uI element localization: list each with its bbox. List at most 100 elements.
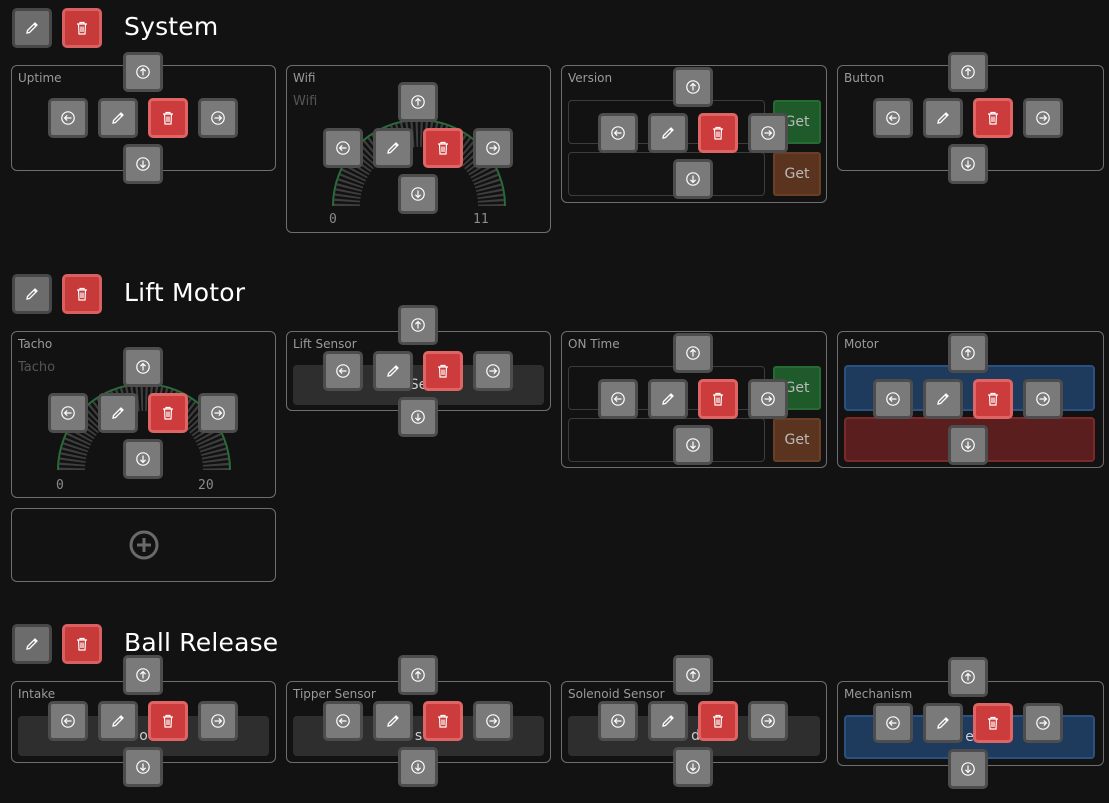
delete-button[interactable] — [148, 393, 188, 433]
arrow-left-icon — [886, 392, 900, 406]
move-down-button[interactable] — [123, 439, 163, 479]
arrow-down-icon — [411, 187, 425, 201]
edit-button[interactable] — [648, 113, 688, 153]
edit-button[interactable] — [373, 128, 413, 168]
on-time-field-2[interactable] — [568, 418, 765, 462]
edit-button[interactable] — [98, 393, 138, 433]
move-right-button[interactable] — [748, 379, 788, 419]
edit-button[interactable] — [98, 98, 138, 138]
get-button[interactable]: Get — [773, 100, 821, 144]
move-down-button[interactable] — [673, 747, 713, 787]
move-up-button[interactable] — [673, 333, 713, 373]
move-down-button[interactable] — [948, 425, 988, 465]
move-left-button[interactable] — [48, 701, 88, 741]
delete-button[interactable] — [423, 351, 463, 391]
edit-button[interactable] — [923, 98, 963, 138]
arrow-up-icon — [411, 95, 425, 109]
move-left-button[interactable] — [323, 351, 363, 391]
edit-button[interactable] — [923, 379, 963, 419]
move-down-button[interactable] — [398, 747, 438, 787]
move-down-button[interactable] — [398, 397, 438, 437]
move-right-button[interactable] — [1023, 703, 1063, 743]
trash-icon — [713, 392, 723, 406]
edit-button[interactable] — [373, 351, 413, 391]
delete-button[interactable] — [423, 701, 463, 741]
move-right-button[interactable] — [1023, 98, 1063, 138]
delete-button[interactable] — [148, 701, 188, 741]
move-left-button[interactable] — [873, 98, 913, 138]
move-down-button[interactable] — [398, 174, 438, 214]
arrow-up-icon — [686, 346, 700, 360]
move-right-button[interactable] — [1023, 379, 1063, 419]
move-up-button[interactable] — [398, 305, 438, 345]
move-down-button[interactable] — [123, 747, 163, 787]
move-right-button[interactable] — [473, 351, 513, 391]
delete-button[interactable] — [973, 703, 1013, 743]
move-up-button[interactable] — [673, 67, 713, 107]
move-left-button[interactable] — [598, 379, 638, 419]
move-down-button[interactable] — [948, 749, 988, 789]
move-left-button[interactable] — [873, 379, 913, 419]
arrow-up-icon — [136, 668, 150, 682]
move-down-button[interactable] — [948, 144, 988, 184]
move-right-button[interactable] — [473, 701, 513, 741]
get-button[interactable]: Get — [773, 418, 821, 462]
move-left-button[interactable] — [48, 393, 88, 433]
move-up-button[interactable] — [398, 82, 438, 122]
version-field-2[interactable] — [568, 152, 765, 196]
section-delete-button[interactable] — [62, 274, 102, 314]
section-delete-button[interactable] — [62, 624, 102, 664]
move-left-button[interactable] — [48, 98, 88, 138]
move-right-button[interactable] — [473, 128, 513, 168]
edit-button[interactable] — [648, 701, 688, 741]
move-up-button[interactable] — [948, 52, 988, 92]
move-right-button[interactable] — [198, 98, 238, 138]
delete-button[interactable] — [148, 98, 188, 138]
move-right-button[interactable] — [748, 701, 788, 741]
delete-button[interactable] — [973, 379, 1013, 419]
arrow-left-icon — [61, 714, 75, 728]
move-up-button[interactable] — [123, 52, 163, 92]
edit-button[interactable] — [373, 701, 413, 741]
move-up-button[interactable] — [398, 655, 438, 695]
move-up-button[interactable] — [948, 333, 988, 373]
arrow-left-icon — [61, 406, 75, 420]
move-left-button[interactable] — [323, 128, 363, 168]
move-up-button[interactable] — [123, 347, 163, 387]
edit-button[interactable] — [923, 703, 963, 743]
move-down-button[interactable] — [123, 144, 163, 184]
get-button[interactable]: Get — [773, 152, 821, 196]
card-label: ON Time — [568, 337, 620, 351]
delete-button[interactable] — [698, 113, 738, 153]
edit-button[interactable] — [648, 379, 688, 419]
move-right-button[interactable] — [748, 113, 788, 153]
move-right-button[interactable] — [198, 393, 238, 433]
edit-button[interactable] — [98, 701, 138, 741]
card-sublabel: Tacho — [18, 360, 56, 375]
delete-button[interactable] — [698, 701, 738, 741]
move-left-button[interactable] — [873, 703, 913, 743]
section-edit-button[interactable] — [12, 624, 52, 664]
delete-button[interactable] — [973, 98, 1013, 138]
move-down-button[interactable] — [673, 425, 713, 465]
trash-icon — [713, 126, 723, 140]
arrow-left-icon — [61, 111, 75, 125]
move-left-button[interactable] — [598, 113, 638, 153]
move-up-button[interactable] — [948, 657, 988, 697]
pencil-icon — [112, 112, 124, 124]
move-left-button[interactable] — [323, 701, 363, 741]
section-delete-button[interactable] — [62, 8, 102, 48]
delete-button[interactable] — [423, 128, 463, 168]
delete-button[interactable] — [698, 379, 738, 419]
move-down-button[interactable] — [673, 159, 713, 199]
section-edit-button[interactable] — [12, 274, 52, 314]
move-right-button[interactable] — [198, 701, 238, 741]
arrow-right-icon — [761, 392, 775, 406]
move-left-button[interactable] — [598, 701, 638, 741]
move-up-button[interactable] — [673, 655, 713, 695]
section-edit-button[interactable] — [12, 8, 52, 48]
card-sublabel: Wifi — [293, 94, 318, 109]
arrow-right-icon — [211, 714, 225, 728]
add-card-button[interactable] — [11, 508, 276, 582]
move-up-button[interactable] — [123, 655, 163, 695]
